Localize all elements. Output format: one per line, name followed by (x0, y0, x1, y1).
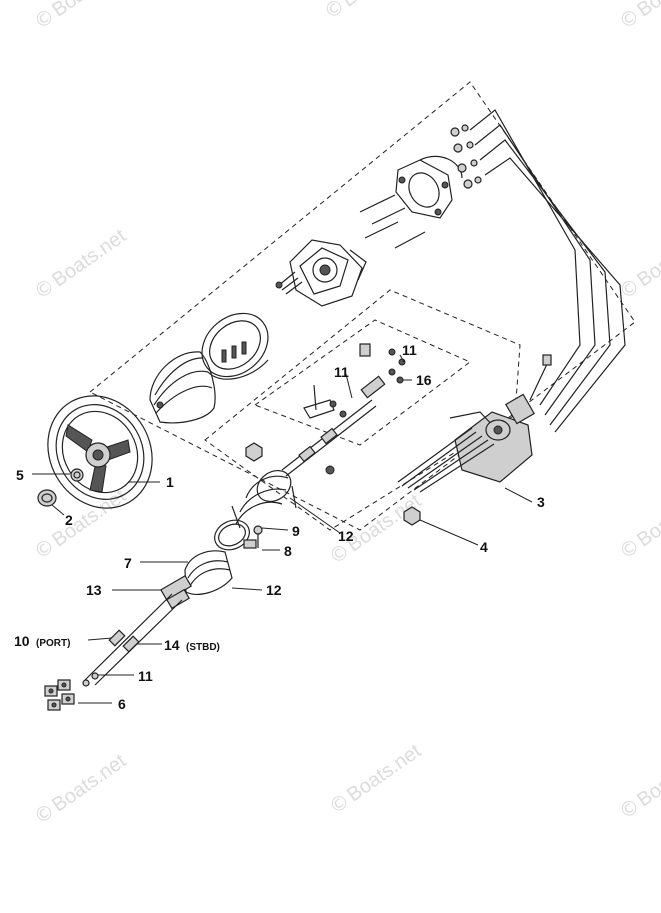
helm-bezel[interactable] (189, 300, 280, 389)
callout-13: 13 (86, 582, 102, 598)
callout-6: 6 (118, 696, 126, 712)
watermark: ©Boats.net (29, 0, 130, 34)
watermark: ©Boats.net (324, 740, 425, 819)
port-cable[interactable] (84, 593, 173, 681)
callout-2: 2 (65, 512, 73, 528)
watermark: ©Boats.net (319, 0, 420, 24)
svg-text:Boats.net: Boats.net (48, 0, 130, 21)
shaft-nut[interactable] (245, 442, 263, 462)
shaft-hardware[interactable] (329, 343, 406, 418)
svg-text:Boats.net: Boats.net (48, 485, 130, 552)
svg-text:Boats.net: Boats.net (633, 745, 661, 812)
svg-text:Boats.net: Boats.net (633, 485, 661, 552)
callouts: 1 2 3 4 5 6 7 8 9 10 (PORT) 11 11 11 12 … (14, 342, 545, 712)
callout-1: 1 (166, 474, 174, 490)
mounting-bolts[interactable] (359, 194, 426, 249)
callout-5: 5 (16, 467, 24, 483)
svg-text:Boats.net: Boats.net (48, 750, 130, 817)
callout-8: 8 (284, 543, 292, 559)
mount-bracket[interactable] (397, 354, 552, 493)
helm-bellows[interactable] (149, 351, 216, 424)
steering-wheel[interactable] (28, 377, 173, 527)
flange-nuts[interactable] (450, 124, 482, 189)
mounting-flange[interactable] (395, 155, 463, 219)
callout-11-top: 11 (402, 342, 417, 358)
cable-boot[interactable] (184, 550, 233, 595)
svg-text:Boats.net: Boats.net (338, 0, 420, 11)
callout-14-suffix: (STBD) (186, 642, 220, 653)
callout-10-suffix: (PORT) (36, 638, 70, 649)
callout-7: 7 (124, 555, 132, 571)
watermark: ©Boats.net (614, 485, 661, 564)
control-cable (469, 109, 581, 406)
center-cap[interactable] (37, 489, 57, 507)
watermark: ©Boats.net (614, 0, 661, 34)
control-cables (469, 109, 626, 433)
watermark: ©Boats.net (29, 750, 130, 829)
cable-sleeve[interactable] (160, 574, 192, 610)
watermark: ©Boats.net (29, 225, 130, 304)
callout-10: 10 (14, 633, 30, 649)
control-cable (474, 124, 596, 416)
callout-12-sleeve: 12 (266, 582, 282, 598)
svg-text:Boats.net: Boats.net (48, 225, 130, 292)
callout-11-shaft: 11 (334, 364, 349, 380)
control-cable (479, 139, 611, 426)
callout-12-boot: 12 (338, 528, 354, 544)
stbd-cable[interactable] (94, 599, 183, 686)
callout-14: 14 (164, 637, 180, 653)
control-cable (484, 157, 626, 433)
assembly-outlines (89, 81, 636, 531)
cable-clevis[interactable] (44, 679, 75, 711)
callout-9: 9 (292, 523, 300, 539)
leader-lines (32, 354, 533, 704)
svg-text:Boats.net: Boats.net (633, 225, 661, 292)
shaft-boot[interactable] (231, 464, 297, 529)
steering-assembly-outline (89, 81, 636, 531)
cable-end[interactable] (82, 672, 99, 687)
clamp-screw[interactable] (253, 525, 263, 548)
helm-mechanism[interactable] (275, 239, 367, 307)
helm-assembly-outline (204, 289, 521, 531)
callout-16: 16 (416, 372, 432, 388)
svg-text:Boats.net: Boats.net (343, 740, 425, 807)
boot-clamp[interactable] (210, 515, 257, 556)
callout-3: 3 (537, 494, 545, 510)
wheel-nut[interactable] (70, 468, 84, 482)
callout-11-cable: 11 (138, 668, 153, 684)
steering-shaft[interactable] (281, 375, 386, 477)
shaft-assembly-outline (253, 319, 471, 446)
callout-4: 4 (480, 539, 488, 555)
watermark: ©Boats.net (614, 745, 661, 824)
